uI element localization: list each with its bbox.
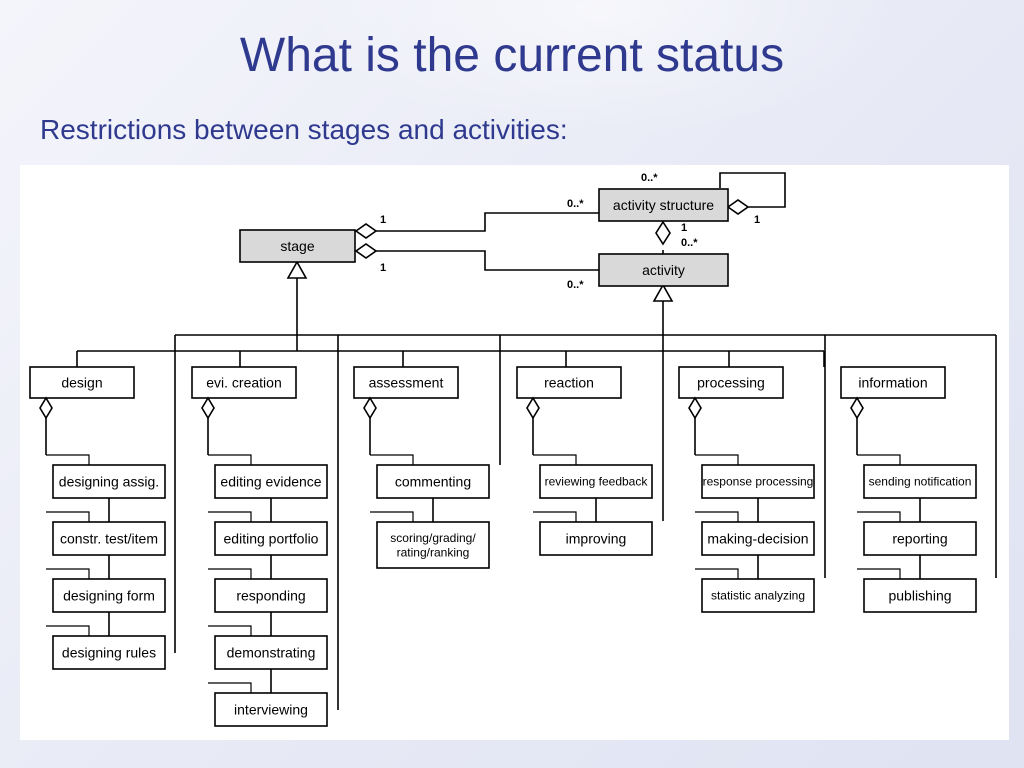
column-header: reaction [516, 366, 622, 399]
column-header: information [840, 366, 946, 399]
item-box: response processing [701, 464, 815, 499]
item-box: commenting [376, 464, 490, 499]
item-box-label: interviewing [234, 701, 308, 717]
item-box-label: sending notification [869, 475, 972, 489]
column-header-label: information [858, 374, 927, 390]
activity-structure-box: activity structure [598, 188, 729, 222]
activity-structure-box-label: activity structure [613, 197, 714, 213]
uml-diagram-svg: activity structure activity stage 1 1 0..* 0.… [29, 172, 997, 727]
column-reaction: reaction reviewing feedback improving [516, 366, 653, 556]
item-box: interviewing [214, 692, 328, 727]
item-box: statistic analyzing [701, 578, 815, 613]
multiplicity-label: 0..* [641, 172, 658, 184]
multiplicity-label: 1 [380, 262, 386, 274]
stage-box-label: stage [280, 238, 314, 254]
uml-diagram: activity structure activity stage 1 1 0..* 0.… [20, 165, 1009, 740]
item-box: designing form [52, 578, 166, 613]
item-box: publishing [863, 578, 977, 613]
item-box-label: scoring/grading/ [390, 531, 476, 545]
column-header-label: design [61, 374, 102, 390]
aggregation-diamond [726, 199, 750, 215]
composition-diamond [201, 396, 215, 420]
composition-diamond [688, 396, 702, 420]
column-header-label: processing [697, 374, 765, 390]
item-box-label: commenting [395, 473, 471, 489]
item-box-label: demonstrating [227, 644, 316, 660]
item-box-label: designing rules [62, 644, 156, 660]
item-box: designing assig. [52, 464, 166, 499]
slide-title: What is the current status [239, 29, 785, 82]
item-box: improving [539, 521, 653, 556]
item-box: editing portfolio [214, 521, 328, 556]
aggregation-diamond [354, 243, 378, 259]
item-box: reviewing feedback [539, 464, 653, 499]
column-header: evi. creation [191, 366, 297, 399]
column-design: design designing assig. constr. test/item d… [29, 366, 166, 670]
activity-box-label: activity [642, 262, 685, 278]
column-evi-creation: evi. creation editing evidence editing por… [191, 366, 328, 727]
composition-diamond [850, 396, 864, 420]
column-header: design [29, 366, 135, 399]
column-information: information sending notification reporting… [840, 366, 977, 613]
item-box: editing evidence [214, 464, 328, 499]
item-box: demonstrating [214, 635, 328, 670]
multiplicity-label: 1 [754, 214, 760, 226]
item-box: sending notification [863, 464, 977, 499]
item-box-label: reviewing feedback [545, 475, 649, 489]
item-box-label: constr. test/item [60, 530, 158, 546]
item-box-label: designing assig. [59, 473, 159, 489]
multiplicity-label: 0..* [567, 279, 584, 291]
column-assessment: assessment commenting scoring/grading/rati… [353, 366, 490, 569]
item-box-label: publishing [888, 587, 951, 603]
item-box: reporting [863, 521, 977, 556]
column-header: assessment [353, 366, 459, 399]
stage-box: stage [239, 229, 356, 263]
item-box-label: editing evidence [220, 473, 321, 489]
item-box-label: reporting [892, 530, 947, 546]
item-box-label: statistic analyzing [711, 589, 805, 603]
composition-diamond [39, 396, 53, 420]
item-box-label: responding [236, 587, 305, 603]
column-header-label: reaction [544, 374, 594, 390]
multiplicity-label: 0..* [567, 198, 584, 210]
aggregation-diamond [655, 220, 671, 246]
multiplicity-label: 0..* [681, 237, 698, 249]
composition-diamond [526, 396, 540, 420]
item-box: making-decision [701, 521, 815, 556]
item-box: responding [214, 578, 328, 613]
column-processing: processing response processing making-deci… [678, 366, 815, 613]
aggregation-diamond [354, 223, 378, 239]
slide-subtitle: Restrictions between stages and activiti… [40, 114, 568, 145]
composition-diamond [363, 396, 377, 420]
item-box: designing rules [52, 635, 166, 670]
item-box-label: rating/ranking [397, 545, 470, 559]
activity-box: activity [598, 253, 729, 287]
item-box: constr. test/item [52, 521, 166, 556]
multiplicity-label: 1 [681, 222, 687, 234]
item-box-label: response processing [703, 475, 814, 489]
item-box: scoring/grading/rating/ranking [376, 521, 490, 569]
generalization-arrow [286, 260, 308, 279]
column-header-label: evi. creation [206, 374, 281, 390]
item-box-label: making-decision [707, 530, 808, 546]
generalization-arrow [652, 283, 674, 302]
item-box-label: designing form [63, 587, 155, 603]
column-header-label: assessment [369, 374, 444, 390]
multiplicity-label: 1 [380, 214, 386, 226]
item-box-label: editing portfolio [224, 530, 319, 546]
column-header: processing [678, 366, 784, 399]
item-box-label: improving [566, 530, 627, 546]
